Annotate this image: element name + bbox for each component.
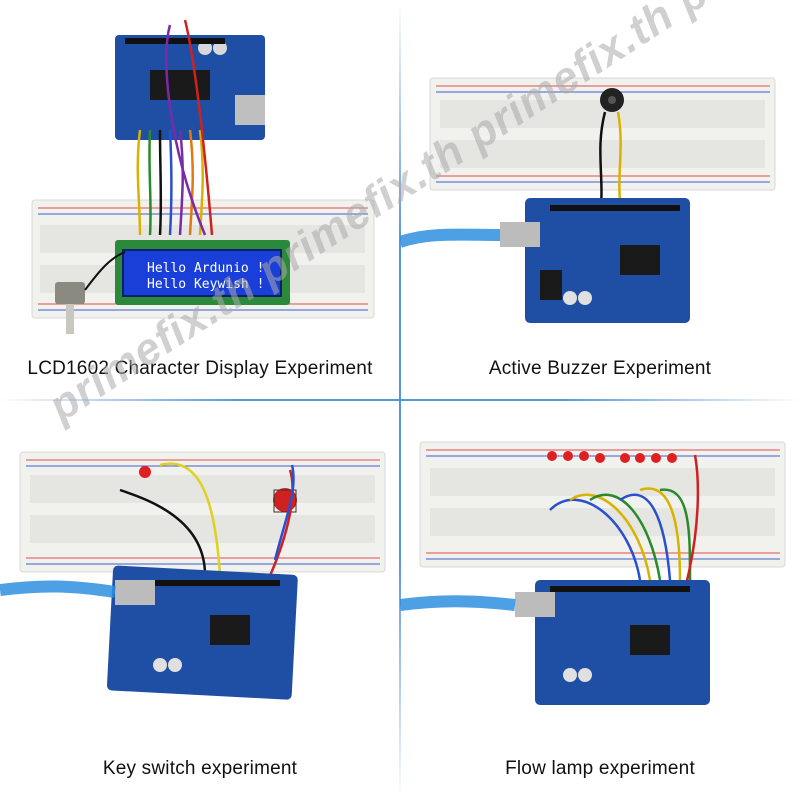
caption-key-switch-experiment: Key switch experiment	[102, 758, 298, 779]
panel-buzzer-experiment: Active Buzzer Experiment	[400, 0, 800, 400]
lcd-line-2: Hello Keywish !	[147, 277, 264, 292]
panel-flow-lamp-experiment: Flow lamp experiment	[400, 400, 800, 800]
caption-buzzer-experiment: Active Buzzer Experiment	[488, 358, 712, 379]
lcd-screen	[122, 249, 282, 297]
panel-key-switch-experiment: Key switch experiment	[0, 400, 400, 800]
usb-cable	[400, 228, 501, 248]
usb-cable	[400, 595, 516, 611]
caption-flow-lamp-experiment: Flow lamp experiment	[505, 758, 695, 779]
buzzer-experiment-photo	[400, 77, 776, 323]
arduino-board	[525, 198, 690, 323]
lcd-line-1: Hello Ardunio !	[147, 261, 264, 276]
panel-lcd-experiment: Hello Ardunio ! Hello Keywish ! LCD1602 …	[0, 0, 400, 400]
led	[139, 466, 151, 478]
flow-lamp-experiment-photo	[400, 441, 786, 705]
lcd-experiment-photo: Hello Ardunio ! Hello Keywish !	[31, 19, 375, 334]
usb-cable	[0, 580, 116, 598]
led-row	[547, 451, 677, 463]
key-switch-experiment-photo	[0, 451, 386, 700]
breadboard	[419, 441, 786, 568]
caption-lcd-experiment: LCD1602 Character Display Experiment	[27, 358, 373, 379]
arduino-board	[535, 580, 710, 705]
potentiometer	[55, 282, 85, 304]
horizontal-divider	[0, 399, 800, 401]
